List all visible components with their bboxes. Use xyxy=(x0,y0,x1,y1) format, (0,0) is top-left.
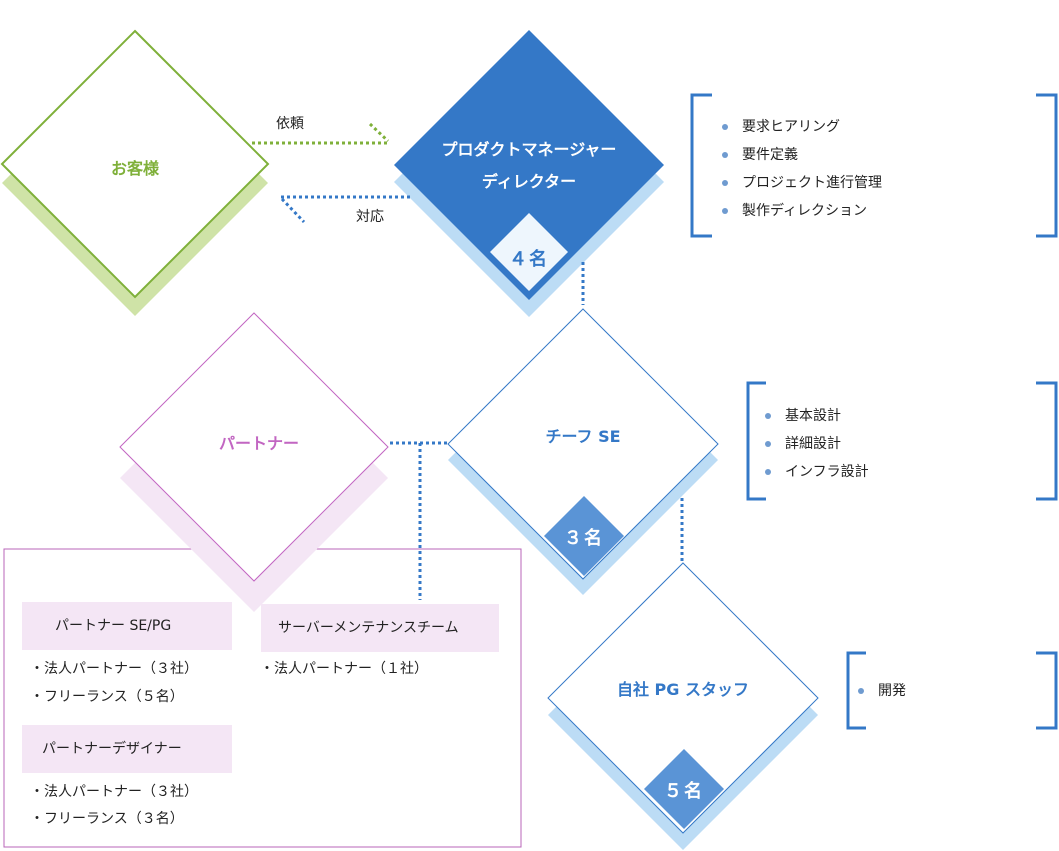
chief-diamond xyxy=(447,308,719,580)
partner-label: パートナー xyxy=(218,434,299,453)
bracket-pm-tasks xyxy=(690,93,1058,238)
response-label: 対応 xyxy=(356,209,384,225)
chief-task-list: 基本設計 詳細設計 インフラ設計 xyxy=(765,402,869,486)
pm-title-line1: プロダクトマネージャー xyxy=(441,140,617,159)
partner-designer-item: ・フリーランス（３名） xyxy=(30,811,184,827)
partner-se-pg-title: パートナー SE/PG xyxy=(22,602,232,650)
staff-diamond xyxy=(547,562,819,834)
chief-task-item: インフラ設計 xyxy=(765,458,869,486)
partner-diamond xyxy=(119,312,389,582)
chief-count: ３名 xyxy=(564,528,604,549)
pm-task-item: 要求ヒアリング xyxy=(722,113,882,141)
pm-title-line2: ディレクター xyxy=(481,172,577,191)
pm-task-item: 要件定義 xyxy=(722,141,882,169)
staff-count-badge xyxy=(644,749,724,829)
pm-task-item: プロジェクト進行管理 xyxy=(722,169,882,197)
chief-task-item: 基本設計 xyxy=(765,402,869,430)
chief-task-item: 詳細設計 xyxy=(765,430,869,458)
bracket-chief-tasks xyxy=(746,381,1058,501)
pm-task-list: 要求ヒアリング 要件定義 プロジェクト進行管理 製作ディレクション xyxy=(722,113,882,225)
pm-count-badge xyxy=(490,213,568,291)
partner-designer-title: パートナーデザイナー xyxy=(22,725,232,773)
connector-lines xyxy=(390,262,684,600)
bracket-staff-tasks xyxy=(846,651,1058,730)
staff-task-list: 開発 xyxy=(858,677,906,705)
server-team-item: ・法人パートナー（１社） xyxy=(260,661,428,677)
partner-se-pg-item: ・フリーランス（５名） xyxy=(30,689,184,705)
server-team-title: サーバーメンテナンスチーム xyxy=(261,604,499,652)
staff-label: 自社 PG スタッフ xyxy=(616,680,749,699)
staff-count: ５名 xyxy=(664,781,704,802)
pm-task-item: 製作ディレクション xyxy=(722,197,882,225)
chief-count-badge xyxy=(544,496,624,576)
customer-label: お客様 xyxy=(110,159,159,178)
partner-se-pg-item: ・法人パートナー（３社） xyxy=(30,661,198,677)
partner-designer-item: ・法人パートナー（３社） xyxy=(30,784,198,800)
customer-diamond xyxy=(0,29,270,299)
chief-label: チーフ SE xyxy=(545,427,621,446)
request-arrow xyxy=(252,122,390,145)
staff-task-item: 開発 xyxy=(858,677,906,705)
request-label: 依頼 xyxy=(276,116,304,132)
pm-diamond xyxy=(394,30,664,300)
response-arrow xyxy=(280,195,410,224)
pm-count: ４名 xyxy=(509,249,549,270)
